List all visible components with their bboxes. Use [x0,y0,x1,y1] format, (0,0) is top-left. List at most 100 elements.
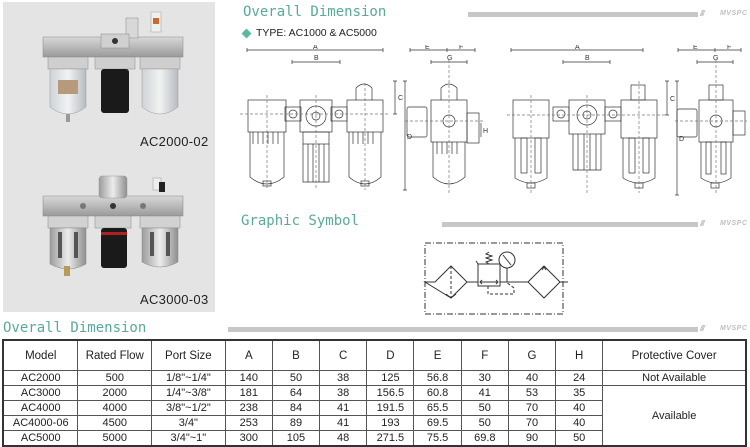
table-cell: 238 [224,400,273,416]
table-cell: 53 [507,385,557,401]
dim-line-b [291,60,341,64]
table-cell: 64 [271,385,321,401]
brand-slashes: /// [700,324,705,333]
table-cell: 38 [319,385,368,401]
table-cell: 84 [271,400,321,416]
column-header: D [366,339,415,371]
table-cell: 41 [319,415,368,431]
table-cell: 30 [460,370,509,386]
section-divider [442,222,698,227]
table-cell: 4500 [77,415,153,431]
dimension-drawing-ac5000-side: E F G [675,45,747,195]
product-photo-ac3000 [42,175,184,276]
column-header: Rated Flow [77,339,153,371]
diamond-bullet-icon [241,28,252,38]
table-cell: 50 [271,370,321,386]
table-cell: 1/4"~3/8" [151,385,226,401]
type-label-text: TYPE: AC1000 & AC5000 [256,27,377,39]
dim-label-d: D [679,136,684,143]
column-header: H [555,339,604,371]
table-cell: 156.5 [366,385,415,401]
table-cell: AC2000 [2,370,79,386]
table-cell: 40 [555,400,604,416]
table-cell: 38 [319,370,368,386]
dim-label-g: G [713,55,718,62]
brand-slashes: /// [700,219,705,228]
section-title-graphic-symbol: Graphic Symbol [241,213,360,229]
table-cell: 24 [555,370,604,386]
table-cell: 3/4" [151,415,226,431]
column-header: E [413,339,462,371]
column-header: Model [2,339,79,371]
table-cell: 140 [224,370,273,386]
column-header: Protective Cover [602,339,747,371]
dim-line-d [403,80,407,191]
table-cell: 191.5 [366,400,415,416]
dim-label-f: F [459,45,463,51]
dim-label-c: C [670,96,675,103]
dim-label-e: E [693,45,698,51]
photo-caption: AC3000-03 [140,292,209,307]
photo-caption: AC2000-02 [140,134,209,149]
table-cell: 50 [460,400,509,416]
table-header-row: Model Rated Flow Port Size A B C D E F G… [2,339,747,371]
table-cell: 2000 [77,385,153,401]
table-cell: 40 [507,370,557,386]
table-cell: 4000 [77,400,153,416]
dim-label-a: A [575,45,580,51]
table-cell: 3/8"~1/2" [151,400,226,416]
dim-label-g: G [447,55,452,62]
table-cell: 125 [366,370,415,386]
table-cell: 75.5 [413,430,462,447]
column-header: A [224,339,273,371]
table-cell: 41 [319,400,368,416]
dim-label-c: C [398,95,403,102]
brand-mark: MVSPC [720,325,748,332]
dim-line-c [393,80,397,115]
table-cell: 69.5 [413,415,462,431]
dim-label-a: A [313,45,318,51]
column-header: B [271,339,321,371]
type-label: TYPE: AC1000 & AC5000 [241,27,377,39]
column-header: C [319,339,368,371]
brand-mark: MVSPC [720,10,748,17]
table-cell: AC4000-06 [2,415,79,431]
dim-line-a [246,48,384,52]
table-cell: 56.8 [413,370,462,386]
table-cell: 70 [507,400,557,416]
table-cell: 300 [224,430,273,447]
dim-label-b: B [314,55,319,62]
dimension-drawing-ac5000-front: A B C D [507,45,684,196]
brand-slashes: /// [700,9,705,18]
dim-label-d: D [407,134,412,141]
table-cell: 89 [271,415,321,431]
lubricator-symbol [527,265,561,299]
dimension-drawing-ac1000-side: E F G H [405,45,488,195]
table-cell: 500 [77,370,153,386]
protective-cover-cell: Not Available [602,370,747,386]
dim-label-f: F [727,45,731,51]
table-cell: AC3000 [2,385,79,401]
frl-graphic-symbol [423,242,568,315]
brand-mark: MVSPC [720,220,748,227]
table-cell: 70 [507,415,557,431]
dim-label-b: B [585,55,590,62]
section-title-overall-dimension: Overall Dimension [243,4,387,20]
table-cell: 40 [555,415,604,431]
product-photo-panel: AC2000-02 AC3000-03 [3,2,215,312]
regulator-symbol [475,251,515,295]
section-divider [468,12,698,17]
table-cell: 50 [460,415,509,431]
table-cell: 181 [224,385,273,401]
table-cell: 253 [224,415,273,431]
dim-label-h: H [483,128,488,135]
table-cell: 35 [555,385,604,401]
table-cell: 90 [507,430,557,447]
table-cell: 60.8 [413,385,462,401]
column-header: G [507,339,557,371]
dim-label-e: E [425,45,430,51]
